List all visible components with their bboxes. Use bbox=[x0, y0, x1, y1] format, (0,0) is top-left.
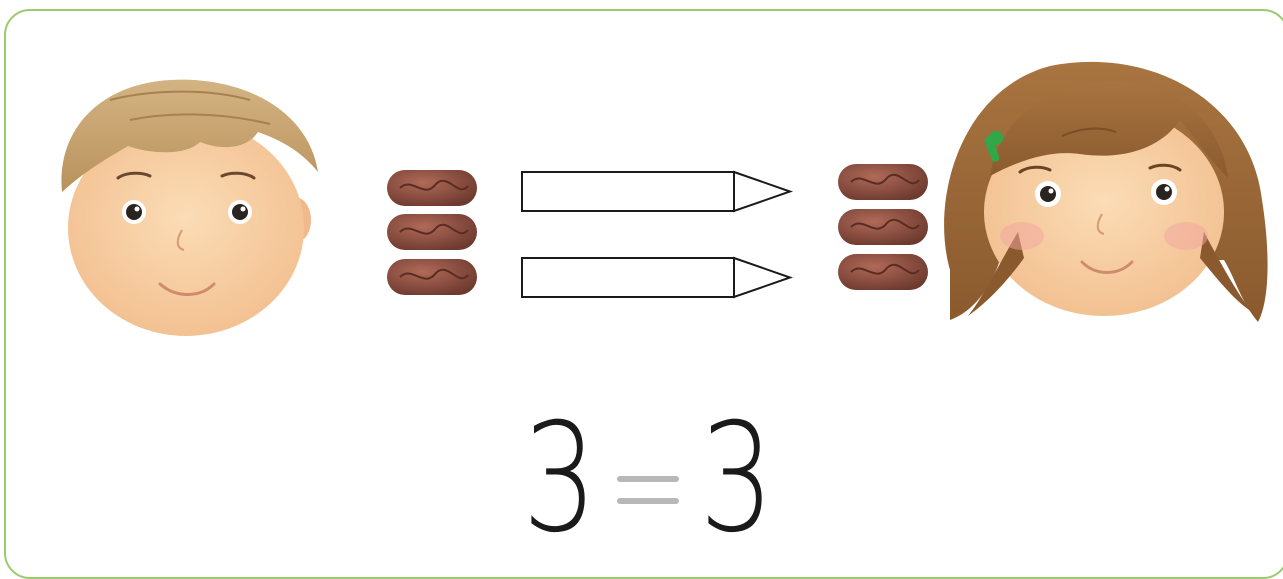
coffee-bean-icon bbox=[838, 164, 928, 200]
equation: 3 3 bbox=[508, 398, 788, 560]
pencil-arrow-icon bbox=[522, 258, 790, 297]
boy-face-icon bbox=[61, 80, 318, 336]
left-count: 3 bbox=[522, 404, 596, 554]
pencil-arrow-icon bbox=[522, 172, 790, 211]
coffee-bean-icon bbox=[838, 209, 928, 245]
girl-face-icon bbox=[944, 62, 1267, 322]
coffee-bean-icon bbox=[387, 170, 477, 206]
left-bean-stack bbox=[387, 170, 477, 295]
equals-sign bbox=[617, 472, 679, 512]
coffee-bean-icon bbox=[387, 259, 477, 295]
right-bean-stack bbox=[838, 164, 928, 290]
right-count: 3 bbox=[699, 404, 773, 554]
coffee-bean-icon bbox=[387, 214, 477, 250]
coffee-bean-icon bbox=[838, 254, 928, 290]
